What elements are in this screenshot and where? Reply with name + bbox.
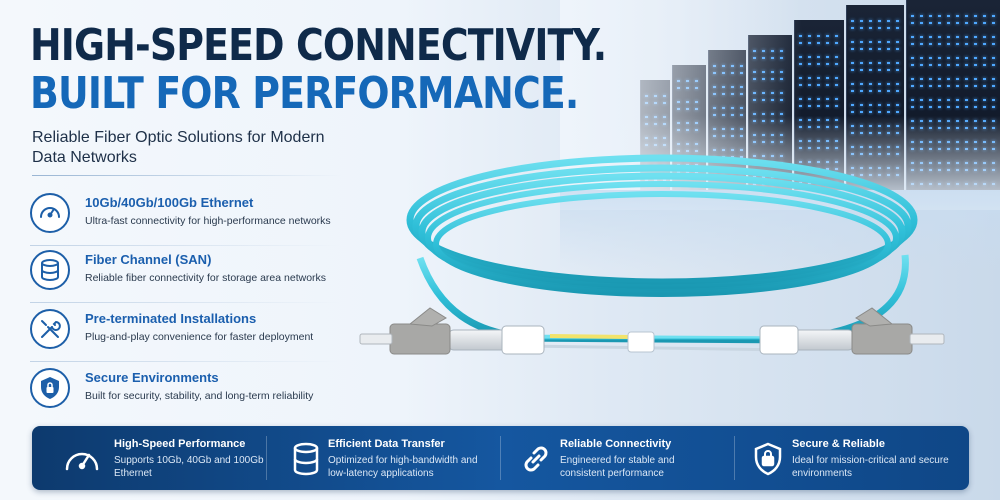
database-icon: [286, 440, 326, 478]
headline-line-2: BUILT FOR PERFORMANCE.: [30, 68, 579, 119]
tools-icon: [30, 309, 70, 349]
feature-title: 10Gb/40Gb/100Gb Ethernet: [85, 195, 254, 210]
feature-desc: Plug-and-play convenience for faster dep…: [85, 331, 314, 343]
benefit-title: Secure & Reliable: [792, 438, 885, 450]
feature-divider: [30, 302, 340, 303]
shield-lock-icon: [30, 368, 70, 408]
speedometer-icon: [30, 193, 70, 233]
benefit-divider: [266, 436, 267, 480]
feature-title: Pre-terminated Installations: [85, 311, 257, 326]
speedometer-icon: [62, 440, 102, 478]
feature-desc: Built for security, stability, and long-…: [85, 390, 314, 402]
benefit-secure-reliable: Secure & Reliable Ideal for mission-crit…: [734, 426, 968, 490]
benefits-bar: High-Speed Performance Supports 10Gb, 40…: [32, 426, 969, 490]
benefit-desc: Engineered for stable and consistent per…: [560, 455, 675, 479]
headline: HIGH-SPEED CONNECTIVITY. BUILT FOR PERFO…: [30, 20, 607, 119]
feature-title: Secure Environments: [85, 370, 219, 385]
feature-divider: [30, 245, 340, 246]
subhead: Reliable Fiber Optic Solutions for Moder…: [32, 129, 325, 166]
benefit-reliable-connectivity: Reliable Connectivity Engineered for sta…: [500, 426, 734, 490]
benefit-divider: [500, 436, 501, 480]
benefit-title: Efficient Data Transfer: [328, 438, 445, 450]
benefit-desc: Ideal for mission-critical and secure en…: [792, 455, 949, 479]
feature-desc: Ultra-fast connectivity for high-perform…: [85, 215, 331, 227]
shield-lock-icon: [748, 440, 788, 478]
benefit-high-speed: High-Speed Performance Supports 10Gb, 40…: [32, 426, 266, 490]
benefit-title: High-Speed Performance: [114, 438, 246, 450]
benefit-data-transfer: Efficient Data Transfer Optimized for hi…: [266, 426, 500, 490]
chain-link-icon: [516, 440, 556, 478]
benefit-title: Reliable Connectivity: [560, 438, 672, 450]
feature-divider: [30, 361, 340, 362]
benefit-divider: [734, 436, 735, 480]
feature-pre-terminated: Pre-terminated Installations Plug-and-pl…: [30, 309, 350, 365]
feature-secure: Secure Environments Built for security, …: [30, 368, 350, 424]
benefit-desc: Supports 10Gb, 40Gb and 100Gb Ethernet: [114, 455, 264, 479]
feature-title: Fiber Channel (SAN): [85, 252, 212, 267]
feature-fiber-channel: Fiber Channel (SAN) Reliable fiber conne…: [30, 250, 350, 306]
database-icon: [30, 250, 70, 290]
subhead-divider: [32, 175, 342, 176]
feature-ethernet: 10Gb/40Gb/100Gb Ethernet Ultra-fast conn…: [30, 193, 350, 249]
benefit-desc: Optimized for high-bandwidth and low-lat…: [328, 455, 478, 479]
fiber-cable-image: [359, 154, 945, 355]
headline-line-1: HIGH-SPEED CONNECTIVITY.: [30, 20, 607, 71]
feature-desc: Reliable fiber connectivity for storage …: [85, 272, 327, 284]
